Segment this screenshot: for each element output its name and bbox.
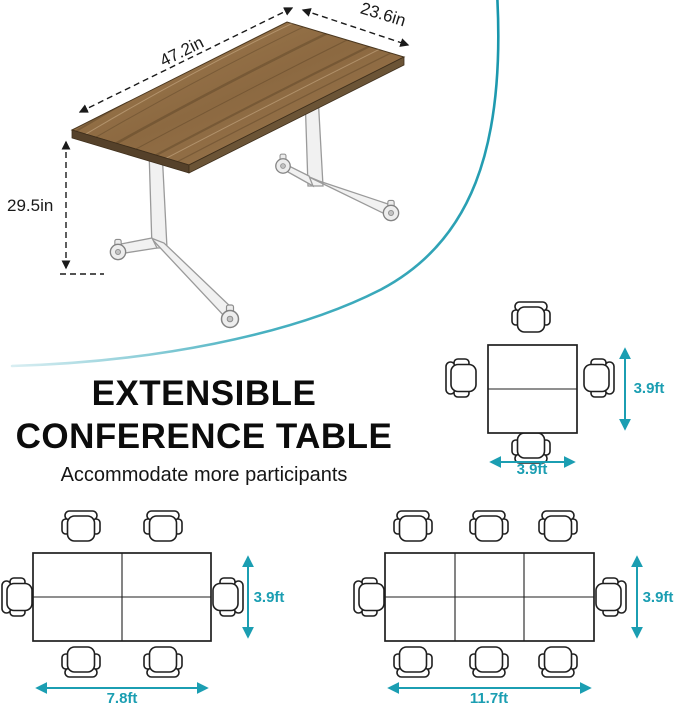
heading-line1: EXTENSIBLE: [91, 374, 317, 413]
chair-icon: [538, 510, 578, 542]
caster-wheel-icon: [275, 153, 291, 174]
chair-icon: [511, 432, 551, 464]
chair-icon: [61, 646, 101, 678]
square-width-label: 3.9ft: [516, 461, 548, 478]
chair-icon: [143, 646, 183, 678]
square-height-label: 3.9ft: [633, 380, 665, 397]
chair-icon: [595, 577, 627, 617]
chair-icon: [61, 510, 101, 542]
chair-icon: [393, 510, 433, 542]
dimension-lines: [60, 7, 410, 275]
table-leg-left: [109, 149, 240, 329]
chair-icon: [469, 510, 509, 542]
medium-height-label: 3.9ft: [253, 589, 285, 606]
heading-subtitle: Accommodate more participants: [60, 464, 348, 486]
seating-layout-8: [353, 510, 643, 694]
large-width-label: 11.7ft: [469, 690, 509, 707]
conference-table-illustration: [60, 7, 410, 329]
chair-icon: [583, 358, 615, 398]
chair-icon: [393, 646, 433, 678]
heading-block: EXTENSIBLE CONFERENCE TABLE Accommodate …: [6, 372, 402, 487]
caster-wheel-icon: [109, 238, 127, 261]
chair-icon: [353, 577, 385, 617]
chair-icon: [212, 577, 244, 617]
height-dimension-label: 29.5in: [7, 196, 54, 215]
medium-width-label: 7.8ft: [106, 690, 138, 707]
table-leg-right: [275, 94, 400, 222]
chair-icon: [538, 646, 578, 678]
seating-layout-4: [445, 301, 631, 468]
chair-icon: [445, 358, 477, 398]
chair-icon: [469, 646, 509, 678]
large-height-label: 3.9ft: [642, 589, 674, 606]
heading-line2: CONFERENCE TABLE: [15, 417, 393, 456]
seating-layout-6: [1, 510, 254, 694]
chair-icon: [143, 510, 183, 542]
chair-icon: [1, 577, 33, 617]
chair-icon: [511, 301, 551, 333]
table-top: [70, 21, 406, 174]
